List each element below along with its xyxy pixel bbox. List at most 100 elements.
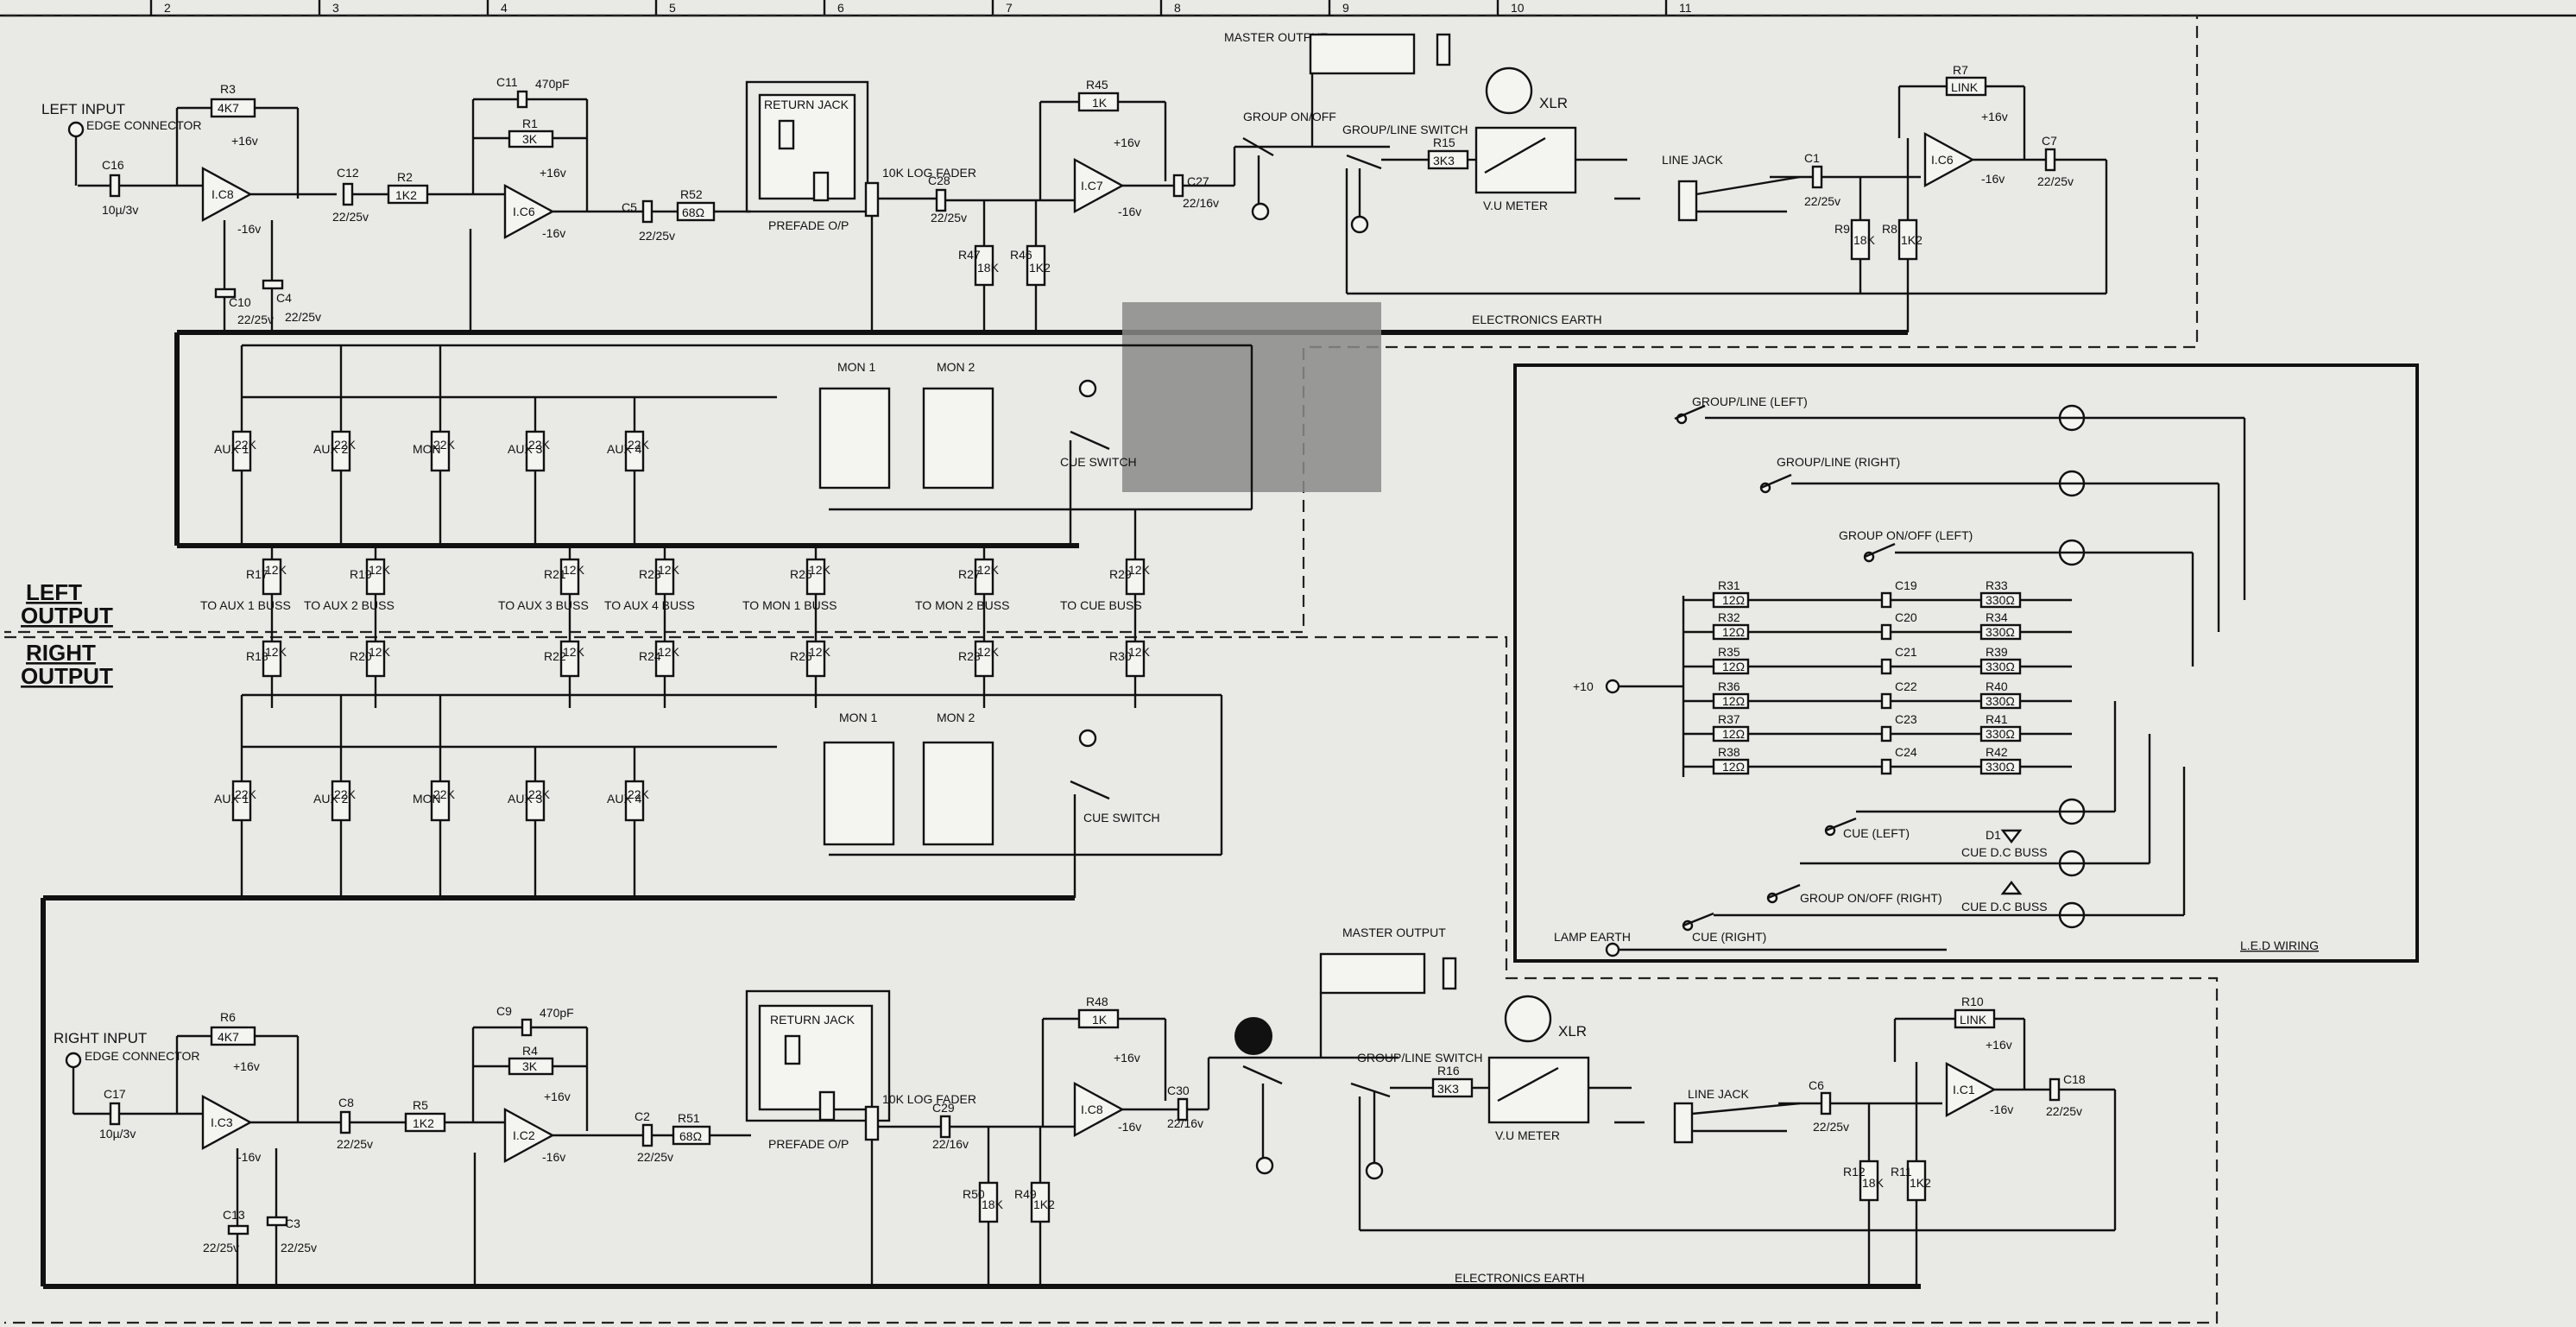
led-diodes: D1 CUE D.C BUSS CUE D.C BUSS — [1705, 404, 2246, 929]
svg-text:-16v: -16v — [237, 1150, 261, 1164]
svg-text:1K: 1K — [1092, 96, 1108, 110]
svg-text:R3: R3 — [220, 82, 236, 96]
right-prefade-label: PREFADE O/P — [768, 1137, 849, 1151]
ruler-5: 5 — [669, 1, 676, 15]
r10-link — [1954, 1008, 1996, 1029]
svg-text:GROUP/LINE (RIGHT): GROUP/LINE (RIGHT) — [1777, 455, 1900, 469]
r45-resistor — [1077, 92, 1120, 112]
svg-text:22K: 22K — [334, 787, 357, 801]
r47-resistor — [974, 244, 994, 287]
ink-blot — [1234, 1017, 1272, 1055]
ic3-opamp — [201, 1094, 253, 1151]
svg-text:12K: 12K — [1128, 563, 1151, 577]
r3-resistor — [210, 98, 256, 118]
left-mon1-switch — [818, 387, 891, 490]
led-wiring-panel: L.E.D WIRING +10 GROUP/LINE (LEFT) GROUP… — [1513, 363, 2419, 963]
svg-text:C1: C1 — [1804, 151, 1820, 165]
r4-resistor — [508, 1057, 554, 1076]
r46-resistor — [1026, 244, 1046, 287]
left-return-jack-box — [745, 80, 869, 213]
svg-text:+16v: +16v — [1114, 136, 1140, 149]
top-ruler: 2 3 4 5 6 7 8 9 10 11 — [0, 0, 2576, 17]
r20-resistor — [365, 640, 386, 678]
svg-text:330Ω: 330Ω — [1986, 760, 2015, 774]
c6-capacitor — [1820, 1091, 1832, 1115]
svg-text:22/16v: 22/16v — [1167, 1116, 1203, 1130]
svg-text:12Ω: 12Ω — [1722, 760, 1745, 774]
svg-text:C10: C10 — [229, 295, 251, 309]
svg-text:R5: R5 — [413, 1098, 428, 1112]
svg-text:R21: R21 — [544, 567, 566, 581]
svg-text:22/25v: 22/25v — [337, 1137, 373, 1151]
svg-text:470pF: 470pF — [540, 1006, 574, 1020]
svg-text:12Ω: 12Ω — [1722, 593, 1745, 607]
right-line-jack — [1673, 1102, 1694, 1144]
svg-text:TO MON 2 BUSS: TO MON 2 BUSS — [915, 598, 1009, 612]
svg-text:1K2: 1K2 — [1910, 1176, 1931, 1190]
svg-text:+16v: +16v — [233, 1059, 260, 1073]
svg-text:12K: 12K — [977, 645, 1000, 659]
right-aux-section: AUX 1 22K AUX 2 22K MON 22K AUX 3 22K AU… — [41, 693, 1223, 1286]
svg-text:R25: R25 — [790, 567, 812, 581]
svg-text:R8: R8 — [1882, 222, 1897, 236]
r11-resistor — [1906, 1160, 1927, 1202]
c8-capacitor — [339, 1110, 351, 1134]
right-return-jack-label: RETURN JACK — [770, 1013, 856, 1027]
led-wiring-title: L.E.D WIRING — [2240, 938, 2319, 952]
svg-text:R37: R37 — [1718, 712, 1740, 726]
svg-text:22/16v: 22/16v — [932, 1137, 969, 1151]
left-return-jack-label: RETURN JACK — [764, 98, 849, 111]
svg-text:AUX 2: AUX 2 — [313, 442, 349, 456]
svg-text:R46: R46 — [1010, 248, 1032, 262]
r25-resistor — [805, 558, 826, 596]
r1-resistor — [508, 130, 554, 148]
right-master-output-jack — [1319, 952, 1426, 995]
svg-text:C4: C4 — [276, 291, 292, 305]
svg-text:TO MON 1 BUSS: TO MON 1 BUSS — [742, 598, 837, 612]
svg-text:R30: R30 — [1109, 649, 1132, 663]
right-mon2-switch — [922, 741, 994, 846]
svg-text:R7: R7 — [1953, 63, 1968, 77]
right-aux4-pot — [624, 780, 645, 822]
r12-resistor — [1859, 1160, 1879, 1202]
right-output-label-1: RIGHT — [26, 640, 96, 666]
right-aux1-pot — [231, 780, 252, 822]
svg-text:22/25v: 22/25v — [285, 310, 321, 324]
c5-capacitor — [641, 199, 653, 224]
svg-text:GROUP/LINE (LEFT): GROUP/LINE (LEFT) — [1692, 395, 1808, 408]
led-row-5: R38 12Ω C24 R42 330Ω — [1683, 745, 2072, 775]
r7-link — [1945, 76, 1987, 97]
svg-text:R28: R28 — [958, 649, 981, 663]
svg-text:22/25v: 22/25v — [332, 210, 369, 224]
svg-text:GROUP ON/OFF (RIGHT): GROUP ON/OFF (RIGHT) — [1800, 891, 1942, 905]
led-row-2: R35 12Ω C21 R39 330Ω — [1683, 645, 2072, 675]
right-electronics-earth-label: ELECTRONICS EARTH — [1455, 1271, 1585, 1285]
svg-text:I.C2: I.C2 — [513, 1128, 535, 1142]
c27-capacitor — [1172, 174, 1184, 198]
left-aux4-pot — [624, 430, 645, 472]
right-group-line-label: GROUP/LINE SWITCH — [1357, 1051, 1482, 1065]
svg-text:C2: C2 — [635, 1109, 650, 1123]
svg-text:R45: R45 — [1086, 78, 1108, 92]
svg-text:MON 2: MON 2 — [937, 711, 975, 724]
svg-text:1K: 1K — [1092, 1013, 1108, 1027]
left-group-onoff-label: GROUP ON/OFF — [1243, 110, 1336, 123]
left-line-jack-label: LINE JACK — [1662, 153, 1723, 167]
left-fader — [864, 181, 880, 218]
c10-capacitor — [214, 288, 237, 299]
d1-diode — [2000, 829, 2023, 844]
svg-text:22/25v: 22/25v — [931, 211, 967, 224]
d2-diode — [2000, 881, 2023, 895]
svg-text:TO AUX 1 BUSS: TO AUX 1 BUSS — [200, 598, 291, 612]
svg-text:I.C3: I.C3 — [211, 1115, 233, 1129]
left-lamp-2 — [1350, 215, 1369, 234]
svg-text:4K7: 4K7 — [218, 101, 239, 115]
svg-text:C3: C3 — [285, 1216, 300, 1230]
svg-text:C16: C16 — [102, 158, 124, 172]
left-mon2-switch — [922, 387, 994, 490]
right-output-label-2: OUTPUT — [21, 663, 113, 689]
r6-resistor — [210, 1026, 256, 1046]
ruler-10: 10 — [1511, 1, 1525, 15]
svg-text:12Ω: 12Ω — [1722, 660, 1745, 673]
svg-text:22K: 22K — [334, 438, 357, 452]
